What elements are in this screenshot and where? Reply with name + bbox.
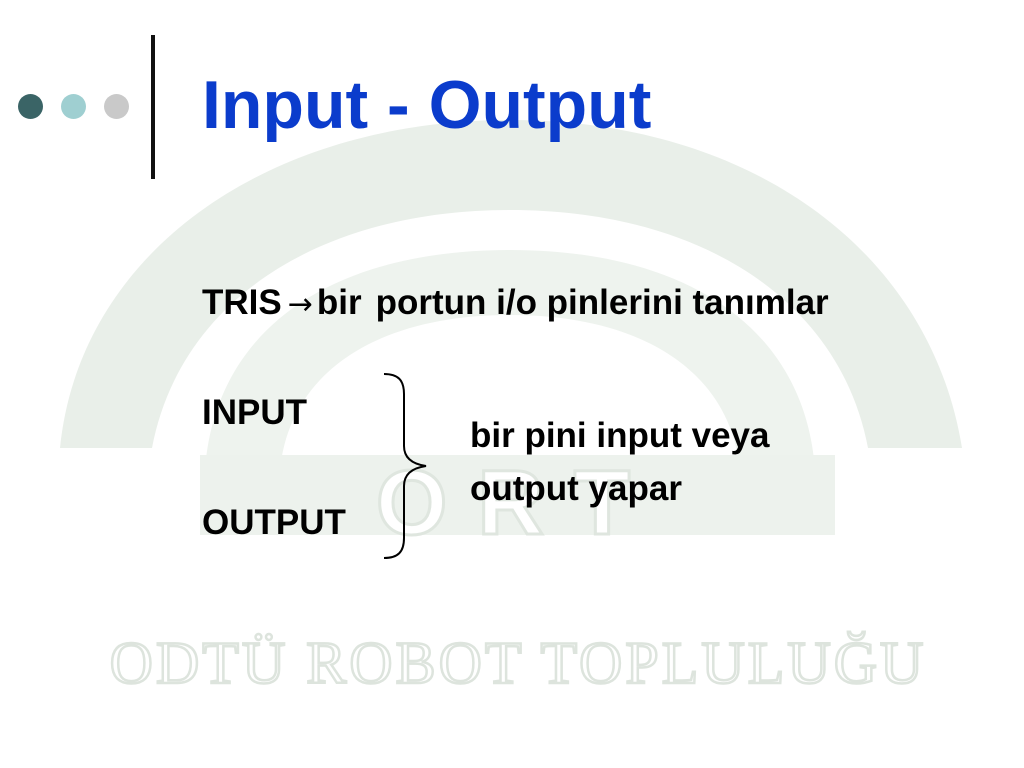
output-label: OUTPUT [202, 503, 346, 542]
right-arrow-icon: → [287, 287, 313, 322]
watermark-dome [60, 120, 962, 448]
watermark-band [200, 455, 835, 535]
tris-definition: TRIS→bir portun i/o pinlerini tanımlar [202, 282, 829, 324]
bullet-dot-dark-icon [18, 94, 43, 119]
watermark-logo-letters: ORT [376, 452, 660, 554]
input-label: INPUT [202, 393, 307, 432]
bullet-dot-teal-icon [61, 94, 86, 119]
tris-keyword: TRIS [202, 283, 282, 322]
watermark-organization-name: ODTÜ ROBOT TOPLULUĞU [110, 630, 927, 696]
bullet-dot-gray-icon [104, 94, 129, 119]
title-divider [151, 35, 155, 179]
curly-brace-icon [383, 373, 427, 559]
slide-title: Input - Output [202, 67, 652, 143]
explanation-text: bir pini input veya output yapar [470, 416, 770, 508]
tris-word: bir [316, 283, 362, 322]
tris-description: portun i/o pinlerini tanımlar [375, 283, 829, 322]
watermark-arch [205, 250, 815, 470]
